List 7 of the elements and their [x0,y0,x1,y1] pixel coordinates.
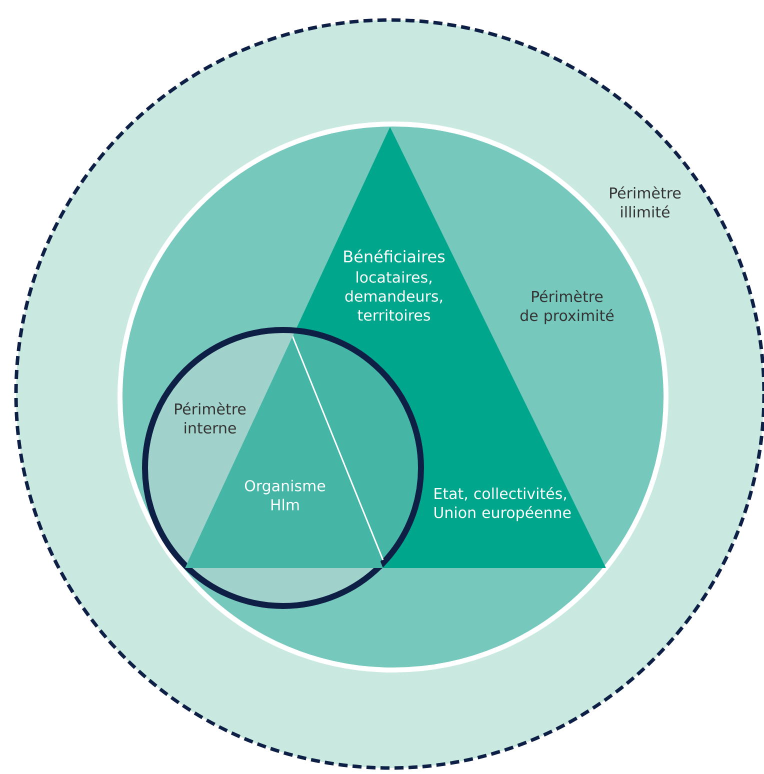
triangle-label: Organisme Hlm [244,480,326,510]
triangle-body: locataires, demandeurs, territoires [345,271,442,321]
triangle-heading: Bénéficiaires [344,250,445,262]
perimeter-label: Périmètre illimité [610,186,681,218]
perimeter-label: Périmètre interne [175,402,246,434]
perimeter-label: Périmètre de proximité [520,290,614,324]
triangle-note: Etat, collectivités, Union européenne [434,486,571,522]
